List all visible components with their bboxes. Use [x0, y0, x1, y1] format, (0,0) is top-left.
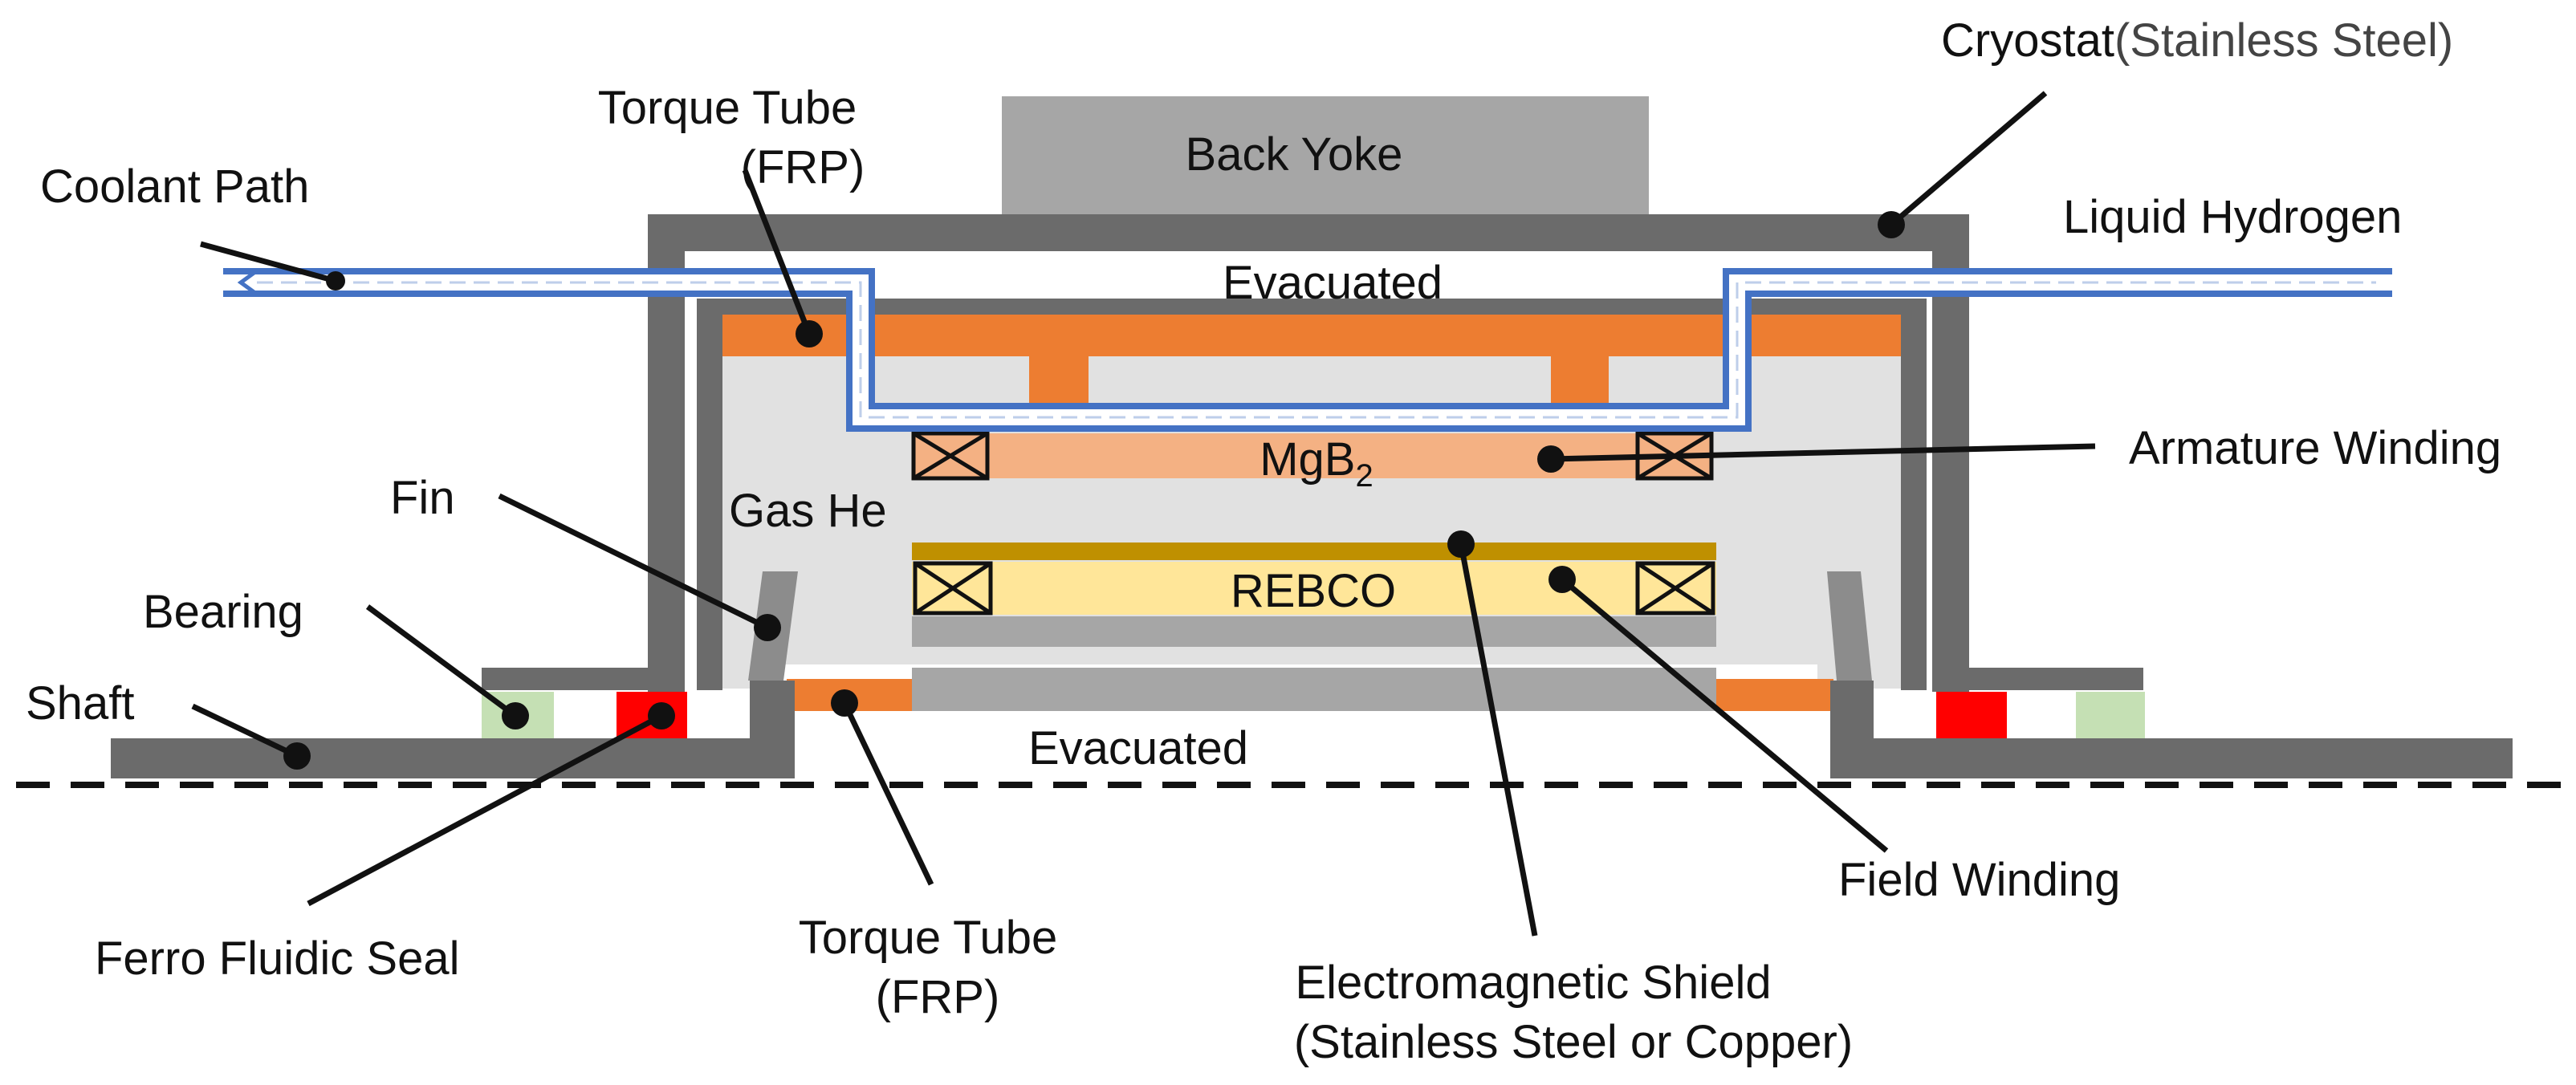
leader-shaft	[191, 703, 299, 759]
label-liquid-hydrogen: Liquid Hydrogen	[2063, 191, 2402, 243]
label-bearing: Bearing	[143, 586, 303, 638]
label-field-winding: Field Winding	[1838, 854, 2120, 906]
fin-right	[1827, 571, 1872, 681]
label-torque-tube-bottom-material: (FRP)	[876, 971, 1000, 1023]
label-gas-he: Gas He	[729, 485, 887, 537]
leader-torque-tube-top	[742, 169, 812, 335]
mgb2-armature-band	[987, 433, 1646, 478]
label-cryostat: Cryostat(Stainless Steel)	[1941, 14, 2453, 67]
label-em-shield: Electromagnetic Shield	[1295, 957, 1771, 1009]
leader-ferro-fluidic-seal	[307, 713, 663, 907]
label-torque-tube-top-material: (FRP)	[741, 141, 865, 193]
leader-dot-bearing	[502, 702, 529, 729]
inner-vessel-wall	[697, 299, 1927, 690]
field-winding-coil-left	[913, 561, 993, 616]
label-cryostat-name: Cryostat	[1941, 14, 2114, 67]
leader-field-winding	[1560, 577, 1889, 853]
label-ferro-fluidic-seal: Ferro Fluidic Seal	[95, 933, 459, 985]
cryostat-wall	[648, 214, 1969, 692]
leader-dot-coolant-path	[326, 271, 345, 291]
coolant-path-inner	[223, 274, 2392, 425]
rotor-plate-lower	[912, 668, 1716, 711]
rebco-band	[912, 562, 1716, 615]
label-fin: Fin	[390, 472, 455, 524]
label-torque-tube-bottom: Torque Tube	[799, 912, 1057, 964]
leader-dot-em-shield	[1447, 530, 1475, 558]
leader-dot-ferro-fluidic-seal	[648, 702, 675, 729]
armature-winding-coil-left	[911, 431, 990, 481]
leader-armature-winding	[1550, 443, 2096, 462]
label-mgb2-main: MgB	[1260, 433, 1355, 486]
shaft-left	[111, 681, 795, 778]
leader-fin	[498, 493, 769, 631]
leader-dot-torque-tube-bottom	[831, 689, 858, 717]
leader-dot-field-winding	[1548, 566, 1576, 593]
label-shaft: Shaft	[26, 677, 134, 729]
leader-dot-shaft	[283, 742, 311, 770]
label-back-yoke: Back Yoke	[1186, 128, 1403, 181]
label-armature-winding: Armature Winding	[2129, 422, 2501, 474]
torque-tube-bottom-right	[1716, 679, 1833, 711]
cryostat-bottom-flange-right	[1933, 668, 2143, 690]
leader-torque-tube-bottom	[841, 701, 934, 886]
label-rebco: REBCO	[1231, 565, 1396, 617]
label-mgb2: MgB2	[1260, 433, 1373, 494]
bearing-right	[2076, 692, 2145, 738]
label-cryostat-material: (Stainless Steel)	[2114, 14, 2453, 67]
coolant-flow-arrow-icon	[237, 267, 260, 298]
leader-dot-torque-tube-top	[796, 320, 823, 347]
torque-tube-top	[722, 315, 1901, 356]
ferro-fluidic-seal-right	[1936, 692, 2007, 738]
leader-dot-cryostat	[1878, 211, 1905, 238]
label-coolant-path: Coolant Path	[40, 161, 309, 213]
leader-coolant-path	[200, 241, 336, 284]
label-evacuated-bottom: Evacuated	[1028, 722, 1248, 774]
cryostat-bottom-flange-left	[482, 668, 684, 690]
leader-dot-fin	[754, 614, 781, 641]
leader-em-shield	[1458, 543, 1538, 937]
label-mgb2-subscript: 2	[1356, 458, 1373, 494]
leader-cryostat	[1889, 91, 2048, 227]
rotor-plate-upper	[912, 616, 1716, 647]
shaft-right	[1830, 681, 2513, 778]
coolant-path-flow-dashes	[257, 281, 2376, 419]
electromagnetic-shield	[912, 542, 1716, 560]
leader-dot-armature-winding	[1537, 445, 1565, 473]
label-torque-tube-top: Torque Tube	[598, 82, 857, 134]
field-winding-coil-right	[1635, 561, 1715, 616]
back-yoke	[1002, 96, 1649, 215]
label-evacuated-top: Evacuated	[1223, 257, 1443, 309]
leader-bearing	[365, 604, 518, 718]
label-em-shield-material: (Stainless Steel or Copper)	[1294, 1016, 1853, 1068]
